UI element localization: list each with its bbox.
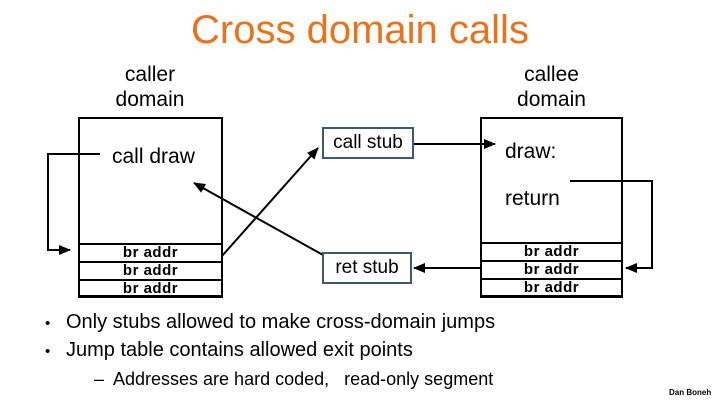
ret-stub-box: ret stub — [322, 252, 412, 284]
caller-call-instruction: call draw — [112, 145, 195, 168]
callee-entry-label: draw: — [505, 140, 557, 163]
call-stub-label: call stub — [333, 132, 403, 154]
return-to-jump-table-bracket — [570, 180, 653, 273]
bullet-text: Only stubs allowed to make cross-domain … — [66, 311, 496, 333]
ret-stub-to-caller-arrow — [193, 182, 324, 256]
jump-table-entry: br addr — [78, 243, 223, 261]
callee-domain-label: callee domain — [517, 63, 586, 111]
sub-bullet-text: Addresses are hard coded, read-only segm… — [113, 369, 494, 389]
bullet-text: Jump table contains allowed exit points — [66, 339, 413, 361]
jump-table-entry: br addr — [480, 260, 623, 278]
author-credit: Dan Boneh — [669, 388, 712, 397]
jump-table-entry: br addr — [480, 242, 623, 260]
caller-jump-table: br addr br addr br addr — [78, 243, 223, 297]
sub-bullet-marker: – — [94, 369, 105, 389]
call-to-jump-table-bracket — [47, 153, 100, 255]
jump-table-entry: br addr — [78, 279, 223, 297]
jump-table-to-call-stub-arrow — [221, 147, 319, 257]
caller-domain-box — [78, 117, 223, 298]
call-stub-box: call stub — [322, 127, 414, 159]
jump-table-entry: br addr — [480, 278, 623, 296]
callee-jump-table: br addr br addr br addr — [480, 242, 623, 296]
caller-domain-label: caller domain — [115, 63, 185, 111]
callee-return-label: return — [505, 187, 560, 210]
ret-stub-label: ret stub — [335, 257, 399, 279]
jump-table-entry: br addr — [78, 261, 223, 279]
bullet-marker: • — [45, 315, 51, 332]
slide-title: Cross domain calls — [191, 8, 529, 52]
bullet-marker: • — [45, 343, 51, 360]
callee-domain-box — [480, 117, 623, 298]
